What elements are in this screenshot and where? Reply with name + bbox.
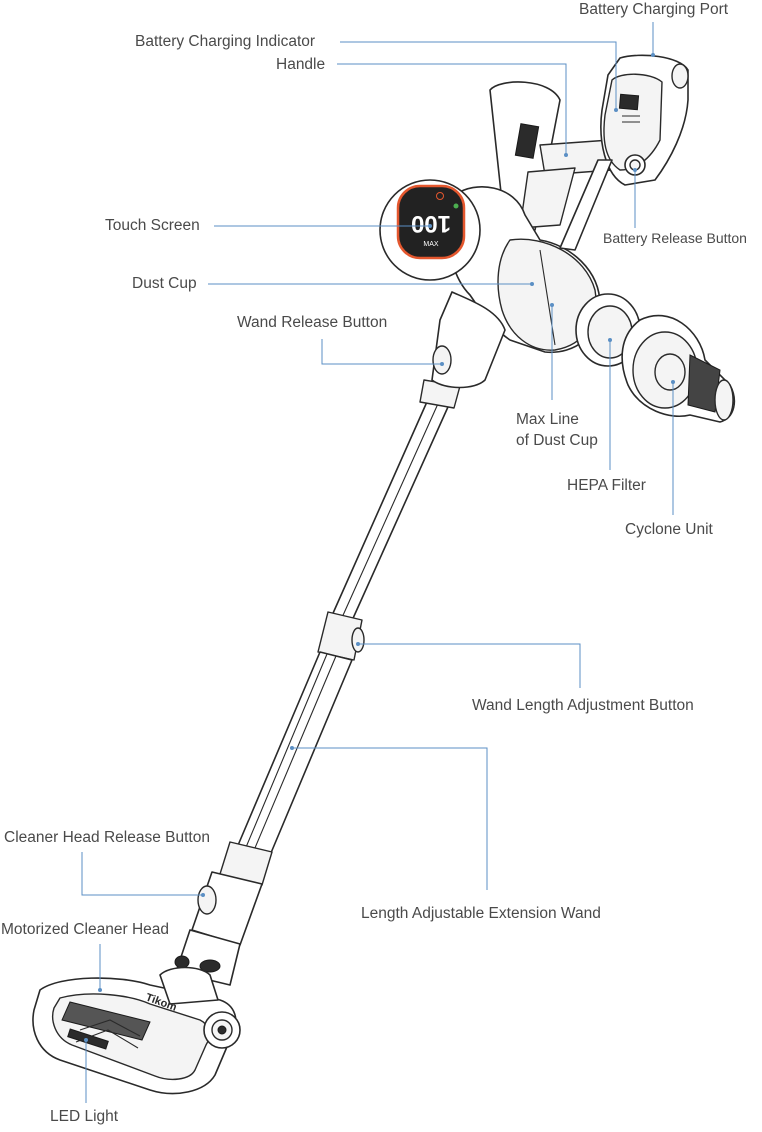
label-wand-length-adjustment-button: Wand Length Adjustment Button — [472, 697, 694, 714]
leader-lines — [81, 22, 675, 1103]
label-battery-charging-indicator: Battery Charging Indicator — [135, 33, 316, 50]
label-dust-cup: Dust Cup — [132, 275, 197, 292]
label-battery-charging-port: Battery Charging Port — [579, 1, 729, 18]
label-wand-release-button: Wand Release Button — [237, 314, 388, 331]
screen-readout: 100 — [411, 210, 451, 237]
label-max-line-1: Max Line — [516, 411, 579, 428]
motorized-cleaner-head-drawing — [32, 966, 241, 1095]
label-length-adjustable-extension-wand: Length Adjustable Extension Wand — [361, 905, 601, 922]
battery-drawing — [559, 54, 689, 251]
label-touch-screen: Touch Screen — [105, 217, 200, 234]
extension-wand — [174, 379, 461, 986]
label-cleaner-head-release-button: Cleaner Head Release Button — [4, 829, 210, 846]
label-hepa-filter: HEPA Filter — [567, 477, 646, 494]
label-led-light: LED Light — [50, 1108, 119, 1125]
label-cyclone-unit: Cyclone Unit — [625, 521, 713, 538]
label-handle: Handle — [276, 56, 326, 73]
screen-sub: MAX — [423, 241, 439, 248]
touch-screen-drawing: 100 MAX — [396, 184, 466, 260]
label-motorized-cleaner-head: Motorized Cleaner Head — [1, 921, 170, 938]
cyclone-unit-drawing — [621, 314, 736, 423]
label-battery-release-button: Battery Release Button — [603, 230, 747, 246]
label-max-line-2: of Dust Cup — [516, 432, 598, 449]
